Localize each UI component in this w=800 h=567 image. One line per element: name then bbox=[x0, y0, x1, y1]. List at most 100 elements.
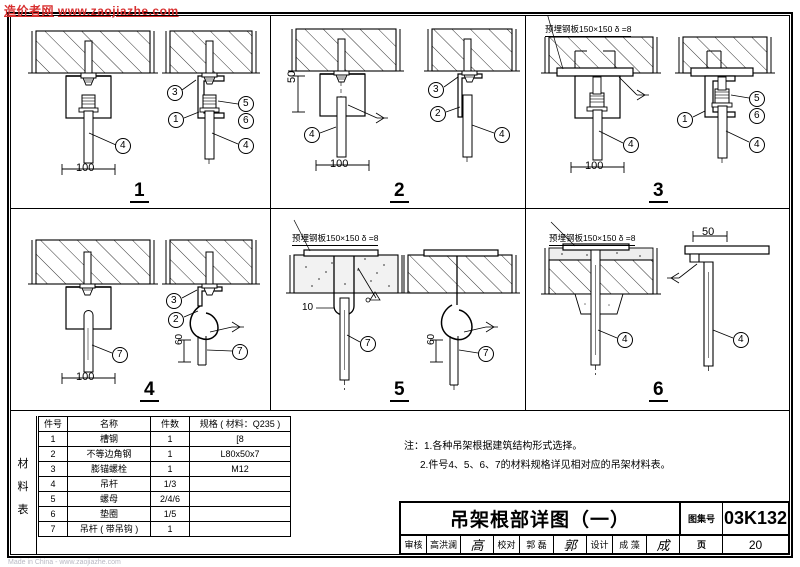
embedded-plate-label-p5: 预埋钢板150×150 δ =8 bbox=[292, 232, 379, 246]
embedded-plate-label-p6: 预埋钢板150×150 δ =8 bbox=[549, 232, 636, 246]
signature-name-1: 郭 磊 bbox=[520, 536, 554, 553]
callout-7-p5b: 7 bbox=[483, 348, 489, 359]
callout-4-p3a: 4 bbox=[628, 139, 634, 150]
detail-panel-5: 预埋钢板150×150 δ =8 bbox=[272, 210, 523, 408]
panel-number-1: 1 bbox=[130, 181, 149, 203]
panel-divider-2 bbox=[525, 15, 526, 410]
cell-spec bbox=[189, 476, 291, 492]
dim-50-p6: 50 bbox=[702, 226, 715, 238]
detail-4-drawing bbox=[28, 239, 260, 384]
drawing-frame-outer bbox=[7, 12, 793, 558]
title-block: 吊架根部详图（一） 图集号 03K132 页 20 审核高洪澜高校对郭 磊郭设计… bbox=[399, 501, 790, 555]
dim-100-p4: 100 bbox=[76, 371, 95, 383]
side-label-char-2: 表 bbox=[17, 503, 29, 516]
panel-number-6: 6 bbox=[649, 380, 668, 402]
cell-quantity: 2/4/6 bbox=[150, 491, 190, 507]
col-header-name: 名称 bbox=[67, 416, 151, 432]
dim-60-p5: 60 bbox=[426, 333, 437, 345]
signature-role-2: 设计 bbox=[587, 536, 613, 553]
callout-2-p2: 2 bbox=[435, 108, 441, 119]
panel-divider-1 bbox=[270, 15, 271, 410]
cell-part-name: 垫圈 bbox=[67, 506, 151, 522]
callout-5-p1: 5 bbox=[243, 98, 249, 109]
detail-panel-1: 100 4 3 1 5 6 4 1 bbox=[10, 15, 270, 208]
panel-number-2: 2 bbox=[390, 181, 409, 203]
signature-role-1: 校对 bbox=[494, 536, 520, 553]
watermark-bottom: Made in China - www.zaojiazhe.com bbox=[8, 559, 121, 566]
signature-name-0: 高洪澜 bbox=[427, 536, 461, 553]
cell-spec bbox=[189, 506, 291, 522]
callout-7-p4b: 7 bbox=[237, 346, 243, 357]
col-header-spec: 规格 ( 材料：Q235 ) bbox=[189, 416, 291, 432]
detail-5-drawing bbox=[286, 219, 520, 393]
panel-number-3: 3 bbox=[649, 181, 668, 203]
note-line-2: 2.件号4、5、6、7的材料规格详见相对应的吊架材料表。 bbox=[420, 460, 671, 471]
dim-100-p3: 100 bbox=[585, 160, 604, 172]
dim-10-p5: 10 bbox=[302, 302, 314, 313]
callout-4-p6a: 4 bbox=[622, 334, 628, 345]
callout-3-p2: 3 bbox=[433, 84, 439, 95]
material-table-header-row: 件号 名称 件数 规格 ( 材料：Q235 ) bbox=[38, 416, 291, 432]
detail-panel-6: 预埋钢板150×150 δ =8 bbox=[527, 210, 790, 408]
callout-1-p3: 1 bbox=[682, 114, 688, 125]
note-line-1: 注：1.各种吊架根据建筑结构形式选择。 bbox=[404, 441, 583, 452]
atlas-number-value: 03K132 bbox=[723, 503, 788, 536]
signature-mark-2: 成 bbox=[647, 536, 680, 553]
side-label-char-1: 料 bbox=[17, 480, 29, 493]
dim-100-p2: 100 bbox=[330, 158, 349, 170]
callout-1-p1: 1 bbox=[173, 114, 179, 125]
cell-part-no: 5 bbox=[38, 491, 68, 507]
panel-number-4: 4 bbox=[140, 380, 159, 402]
callout-4-p3b: 4 bbox=[754, 139, 760, 150]
callout-6-p3: 6 bbox=[754, 110, 760, 121]
cell-part-name: 膨锚螺栓 bbox=[67, 461, 151, 477]
signature-row: 审核高洪澜高校对郭 磊郭设计成 藻成 bbox=[401, 536, 681, 553]
side-label-char-0: 材 bbox=[17, 457, 29, 470]
callout-7-p4a: 7 bbox=[117, 349, 123, 360]
page-value: 20 bbox=[748, 537, 763, 552]
detail-panel-2: 50 100 4 3 2 4 2 bbox=[272, 15, 523, 208]
callout-4-p2a: 4 bbox=[309, 129, 315, 140]
dim-60-p4: 60 bbox=[174, 333, 185, 345]
detail-2-drawing bbox=[288, 28, 520, 171]
callout-2-p4: 2 bbox=[173, 314, 179, 325]
cell-spec: M12 bbox=[189, 461, 291, 477]
notes-block: 注：1.各种吊架根据建筑结构形式选择。 2.件号4、5、6、7的材料规格详见相对… bbox=[404, 437, 671, 475]
callout-4-p2b: 4 bbox=[499, 129, 505, 140]
cell-part-no: 3 bbox=[38, 461, 68, 477]
cell-part-name: 螺母 bbox=[67, 491, 151, 507]
col-header-no: 件号 bbox=[38, 416, 68, 432]
cell-spec bbox=[189, 521, 291, 537]
material-table-side-label: 材 料 表 bbox=[10, 416, 37, 555]
cell-quantity: 1 bbox=[150, 461, 190, 477]
col-header-qty: 件数 bbox=[150, 416, 190, 432]
watermark-site-url: www.zaojiazhe.com bbox=[57, 4, 179, 18]
signature-role-0: 审核 bbox=[401, 536, 427, 553]
embedded-plate-label-p3: 预埋钢板150×150 δ =8 bbox=[545, 23, 632, 37]
page-label: 页 bbox=[681, 536, 723, 553]
cell-quantity: 1 bbox=[150, 521, 190, 537]
cell-part-name: 吊杆 bbox=[67, 476, 151, 492]
detail-panel-4: 100 60 7 3 2 7 4 bbox=[10, 210, 270, 408]
callout-4-p6b: 4 bbox=[738, 334, 744, 345]
drawing-title: 吊架根部详图（一） bbox=[401, 503, 681, 536]
signature-name-2: 成 藻 bbox=[613, 536, 647, 553]
cell-part-no: 7 bbox=[38, 521, 68, 537]
callout-4-p1a: 4 bbox=[120, 140, 126, 151]
cell-part-name: 吊杆 ( 带吊钩 ) bbox=[67, 521, 151, 537]
cell-spec: [8 bbox=[189, 431, 291, 447]
callout-4-p1b: 4 bbox=[243, 140, 249, 151]
cell-part-no: 1 bbox=[38, 431, 68, 447]
cell-part-no: 6 bbox=[38, 506, 68, 522]
cell-quantity: 1/5 bbox=[150, 506, 190, 522]
callout-3-p1: 3 bbox=[172, 87, 178, 98]
cell-quantity: 1 bbox=[150, 446, 190, 462]
detail-6-drawing bbox=[541, 221, 770, 375]
